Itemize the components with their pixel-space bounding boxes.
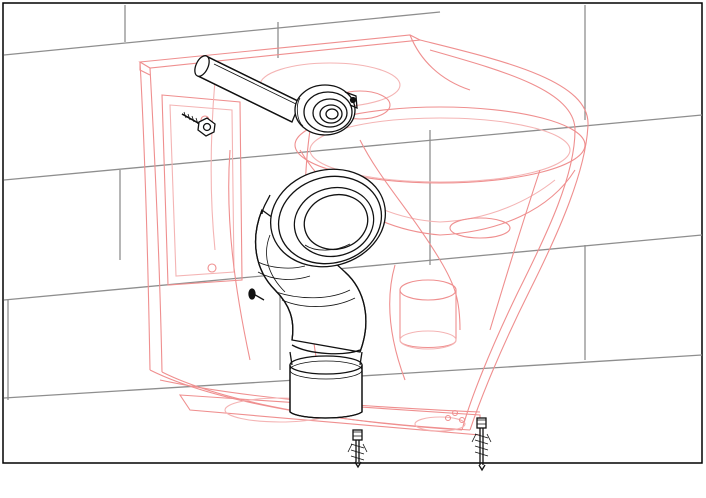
installation-parts <box>181 55 492 472</box>
floor-anchor-left <box>347 429 368 469</box>
flush-pipe-connector <box>294 84 358 136</box>
diagram-border <box>2 2 703 464</box>
flush-pipe <box>194 55 301 123</box>
side-bolt <box>248 288 265 301</box>
wall-tiles <box>3 5 703 400</box>
floor-anchor-right <box>471 417 492 472</box>
mounting-bolt <box>181 111 216 137</box>
drain-elbow <box>254 168 387 419</box>
